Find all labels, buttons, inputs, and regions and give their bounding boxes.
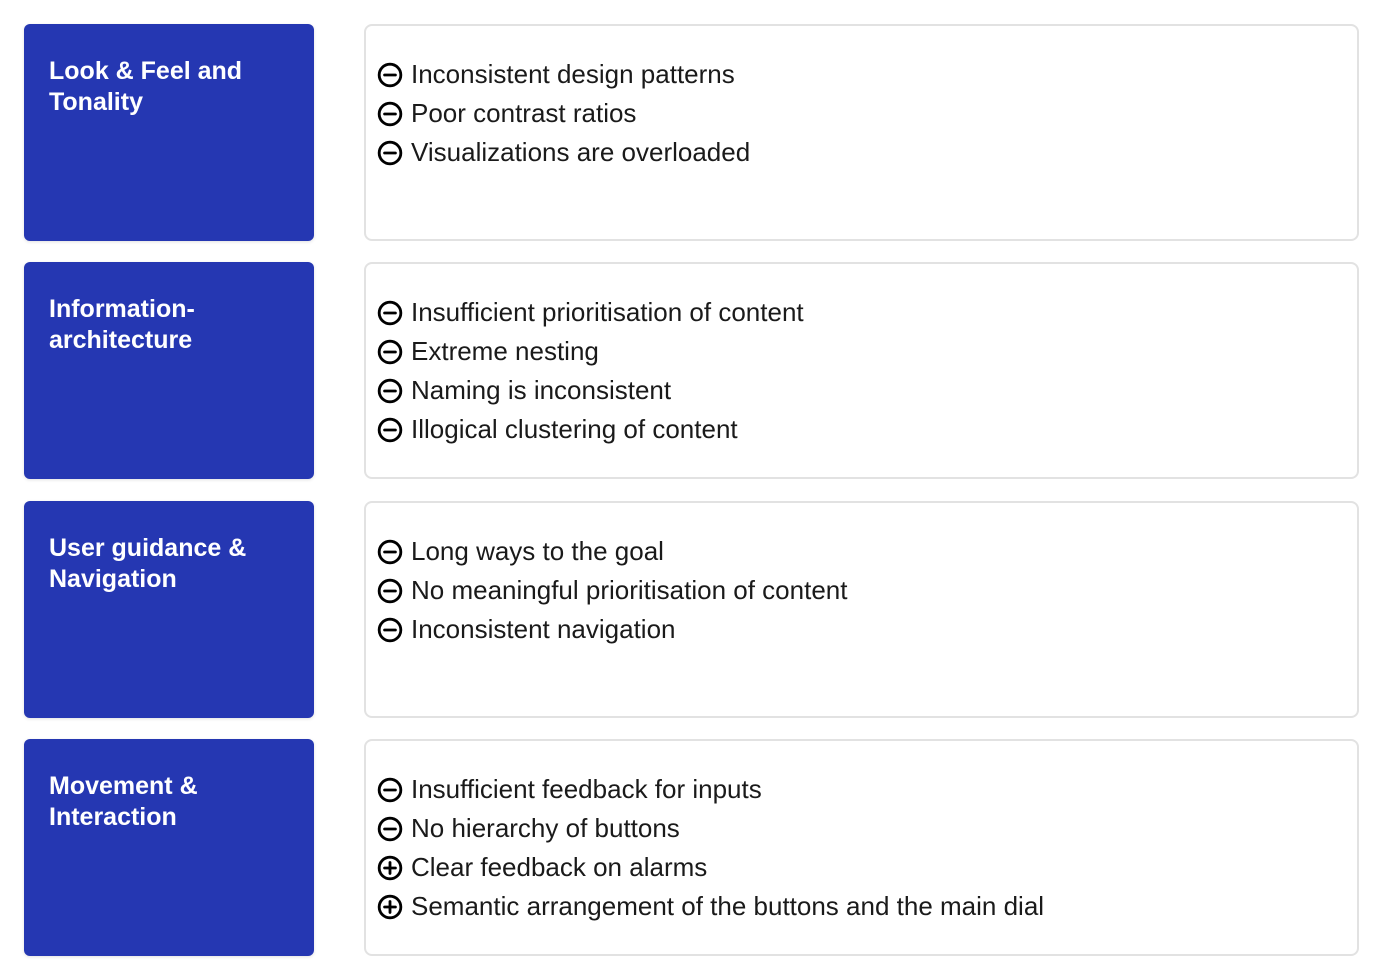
list-item: No meaningful prioritisation of content: [377, 571, 1357, 610]
list-item: Semantic arrangement of the buttons and …: [377, 887, 1357, 926]
list-item-text: No hierarchy of buttons: [411, 813, 680, 843]
list-item: Extreme nesting: [377, 332, 1357, 371]
minus-circle-icon: [377, 140, 403, 166]
list-item-text: Clear feedback on alarms: [411, 852, 708, 882]
minus-circle-icon: [377, 617, 403, 643]
list-item-text: Insufficient prioritisation of content: [411, 297, 804, 327]
section-row-look-and-feel: Look & Feel and Tonality Inconsistent de…: [0, 24, 1383, 241]
category-label-movement-interaction: Movement & Interaction: [24, 739, 314, 956]
list-item: Inconsistent design patterns: [377, 55, 1357, 94]
list-item-text: Poor contrast ratios: [411, 98, 637, 128]
list-item-text: Long ways to the goal: [411, 536, 664, 566]
minus-circle-icon: [377, 101, 403, 127]
list-item: Inconsistent navigation: [377, 610, 1357, 649]
minus-circle-icon: [377, 300, 403, 326]
section-row-information-architecture: Information-architecture Insufficient pr…: [0, 262, 1383, 479]
minus-circle-icon: [377, 378, 403, 404]
list-item: No hierarchy of buttons: [377, 809, 1357, 848]
plus-circle-icon: [377, 855, 403, 881]
minus-circle-icon: [377, 777, 403, 803]
findings-panel-user-guidance: Long ways to the goal No meaningful prio…: [364, 501, 1359, 718]
category-title: User guidance & Navigation: [49, 534, 247, 593]
list-item-text: Visualizations are overloaded: [411, 137, 751, 167]
list-item: Clear feedback on alarms: [377, 848, 1357, 887]
category-label-user-guidance: User guidance & Navigation: [24, 501, 314, 718]
list-item-text: Extreme nesting: [411, 336, 599, 366]
minus-circle-icon: [377, 578, 403, 604]
list-item-text: Insufficient feedback for inputs: [411, 774, 762, 804]
minus-circle-icon: [377, 339, 403, 365]
list-item-text: Inconsistent navigation: [411, 614, 676, 644]
list-item: Visualizations are overloaded: [377, 133, 1357, 172]
list-item-text: Naming is inconsistent: [411, 375, 672, 405]
section-row-movement-interaction: Movement & Interaction Insufficient feed…: [0, 739, 1383, 956]
category-title: Information-architecture: [49, 295, 195, 354]
list-item: Insufficient feedback for inputs: [377, 770, 1357, 809]
list-item: Illogical clustering of content: [377, 410, 1357, 449]
list-item: Insufficient prioritisation of content: [377, 293, 1357, 332]
list-item: Naming is inconsistent: [377, 371, 1357, 410]
findings-panel-movement-interaction: Insufficient feedback for inputs No hier…: [364, 739, 1359, 956]
list-item-text: No meaningful prioritisation of content: [411, 575, 848, 605]
minus-circle-icon: [377, 417, 403, 443]
category-label-look-and-feel: Look & Feel and Tonality: [24, 24, 314, 241]
list-item-text: Inconsistent design patterns: [411, 59, 735, 89]
category-label-information-architecture: Information-architecture: [24, 262, 314, 479]
list-item-text: Semantic arrangement of the buttons and …: [411, 891, 1045, 921]
section-row-user-guidance: User guidance & Navigation Long ways to …: [0, 501, 1383, 718]
minus-circle-icon: [377, 539, 403, 565]
list-item: Long ways to the goal: [377, 532, 1357, 571]
list-item: Poor contrast ratios: [377, 94, 1357, 133]
findings-panel-look-and-feel: Inconsistent design patterns Poor contra…: [364, 24, 1359, 241]
category-title: Look & Feel and Tonality: [49, 57, 243, 116]
category-title: Movement & Interaction: [49, 772, 198, 831]
list-item-text: Illogical clustering of content: [411, 414, 738, 444]
minus-circle-icon: [377, 62, 403, 88]
minus-circle-icon: [377, 816, 403, 842]
plus-circle-icon: [377, 894, 403, 920]
findings-panel-information-architecture: Insufficient prioritisation of content E…: [364, 262, 1359, 479]
